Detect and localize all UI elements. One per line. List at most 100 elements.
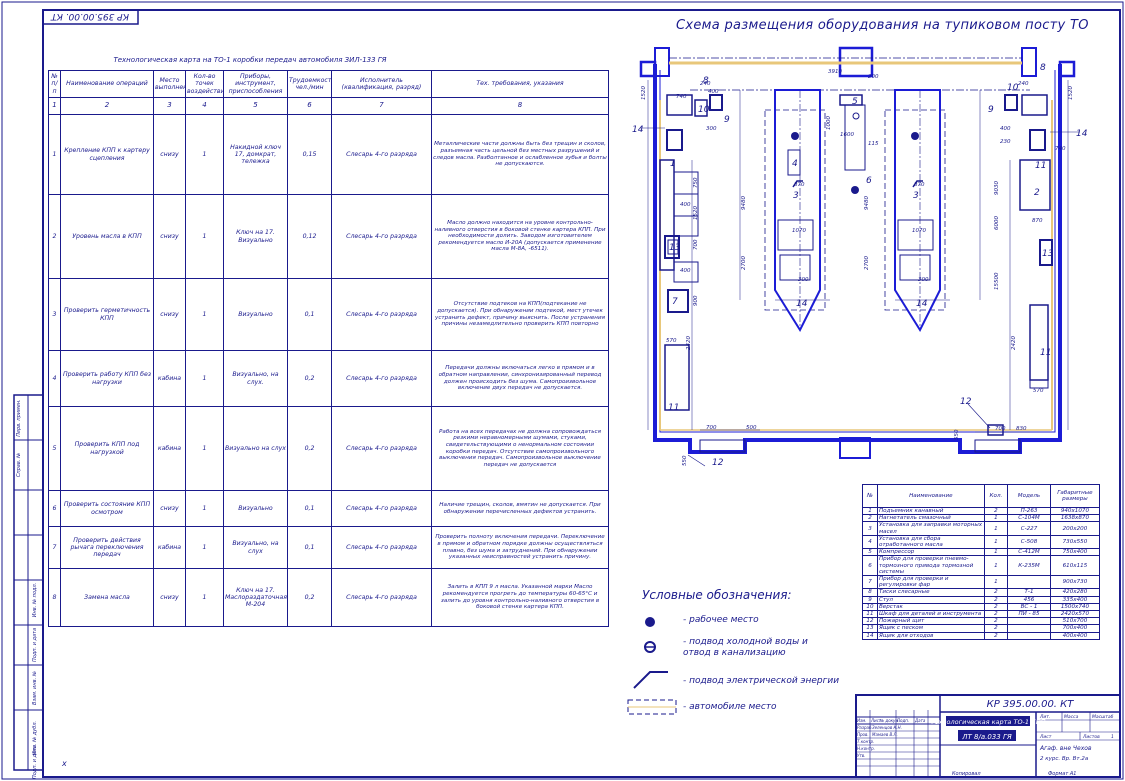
spec-qty: 2 [983, 610, 1009, 619]
tools: Визуально [223, 278, 288, 351]
side-label: Инв. № дубл. [32, 721, 38, 755]
corner-code-text: КР 395.00.00. КТ [49, 11, 129, 21]
requirements: Масло должно находится на уровне контрол… [431, 194, 609, 279]
pos-label: 9 [724, 115, 730, 125]
spec-name: Стул [876, 595, 985, 604]
spec-qty: 1 [983, 555, 1009, 577]
spec-qty: 1 [983, 548, 1009, 557]
dim-text: 2700 [741, 256, 747, 270]
stamp-role: Подп. [897, 718, 909, 723]
spec-number: 11 [862, 610, 878, 619]
labor-time: 0,2 [287, 568, 332, 627]
spec-name: Верстак [876, 602, 985, 612]
spec-header: Габаритные размеры [1049, 484, 1101, 508]
spec-model: Т-1 [1007, 588, 1051, 597]
points-count: 1 [185, 278, 224, 351]
dim-text: 750 [693, 177, 699, 188]
spec-name: Пожарный щит [876, 617, 985, 626]
pos-label: 5 [852, 97, 858, 107]
spec-number: 8 [862, 588, 878, 597]
spec-qty: 1 [983, 514, 1009, 523]
pos-label: 3 [793, 191, 799, 201]
dim-text: 115 [868, 141, 879, 147]
stamp-sheet: Лист [1039, 734, 1052, 740]
spec-header: Наименование [876, 484, 985, 508]
col-number: 4 [185, 97, 224, 115]
spec-model: ВС - 1 [1007, 602, 1051, 612]
spec-model [1007, 617, 1051, 626]
dim-text: 9480 [741, 196, 747, 210]
stamp-scale: Масштаб [1092, 714, 1114, 720]
labor-time: 0,1 [287, 490, 332, 527]
col-number: 6 [287, 97, 332, 115]
spec-model: С-104М [1007, 514, 1051, 523]
row-number: 4 [48, 350, 61, 407]
pos-label: 11 [1040, 348, 1051, 358]
tools: Ключ на 17. Маслораздаточная М-204 [223, 568, 288, 627]
row-number: 7 [48, 526, 61, 569]
dim-text: 500 [746, 425, 757, 431]
place: кабина [153, 406, 186, 491]
spec-qty: 2 [983, 631, 1009, 640]
spec-name: Шкаф для деталей и инструмента [876, 610, 985, 619]
card-number-row: 1 2 3 4 5 6 7 8 [48, 97, 609, 115]
tools: Визуально, на слух. [223, 350, 288, 407]
card-title: Технологическая карта на ТО-1 коробки пе… [113, 56, 387, 64]
dim-text: 2700 [864, 256, 870, 270]
dim-text: 570 [666, 338, 677, 344]
dim-text: 3910 [828, 69, 842, 75]
worker: Слесарь 4-го разряда [331, 406, 432, 491]
operation-name: Проверить работу КПП без нагрузки [60, 350, 154, 407]
stray-mark: x [61, 759, 67, 768]
side-label: Взам. инв. № [32, 671, 38, 705]
points-count: 1 [185, 194, 224, 279]
requirements: Работа на всех передачах не должна сопро… [431, 406, 609, 491]
spec-size: 335х400 [1049, 595, 1101, 604]
spec-name: Прибор для проверки и регулировки фар [876, 575, 985, 590]
col-number: 3 [153, 97, 186, 115]
dim-text: 870 [914, 182, 925, 188]
dim-text: 240 [700, 81, 711, 87]
dim-text: 15500 [994, 272, 1000, 290]
col-number: 5 [223, 97, 288, 115]
points-count: 1 [185, 526, 224, 569]
dim-text: 2420 [686, 336, 692, 350]
spec-qty: 2 [983, 595, 1009, 604]
side-strip: Перв. примен. Справ. № Инв. № подл. Подп… [13, 394, 44, 779]
labor-time: 0,2 [287, 406, 332, 491]
spec-model: К-235М [1007, 555, 1051, 577]
card-header: Место выполнения [153, 70, 186, 98]
pos-label: 14 [916, 299, 928, 309]
card-header: Трудоемкость, чел./мин [287, 70, 332, 98]
spec-qty: 2 [983, 624, 1009, 633]
stamp-sheets-label: Листов [1082, 734, 1100, 740]
card-header-row: № п/п Наименование операций Место выполн… [48, 70, 609, 98]
spec-number: 13 [862, 624, 878, 633]
dim-text: 1520 [693, 206, 699, 220]
side-label: Подп. и дата [32, 745, 38, 779]
stamp-role: № докум. [879, 718, 900, 723]
spec-model: ПИ - 85 [1007, 610, 1051, 619]
pos-label: 11 [668, 403, 679, 413]
spec-size: 510х700 [1049, 617, 1101, 626]
labor-time: 0,1 [287, 278, 332, 351]
spec-qty: 1 [983, 534, 1009, 550]
dim-text: 9480 [864, 196, 870, 210]
workplace-icon [645, 617, 655, 627]
operation-name: Проверить КПП под нагрузкой [60, 406, 154, 491]
stamp-role: Утв. [857, 753, 865, 758]
dim-text: 230 [1000, 139, 1011, 145]
col-number: 7 [331, 97, 432, 115]
stamp-mass: Масса [1064, 714, 1079, 720]
spec-name: Установка для сбора отработанного масла [876, 534, 985, 550]
stamp-format: Формат А1 [1048, 771, 1076, 777]
